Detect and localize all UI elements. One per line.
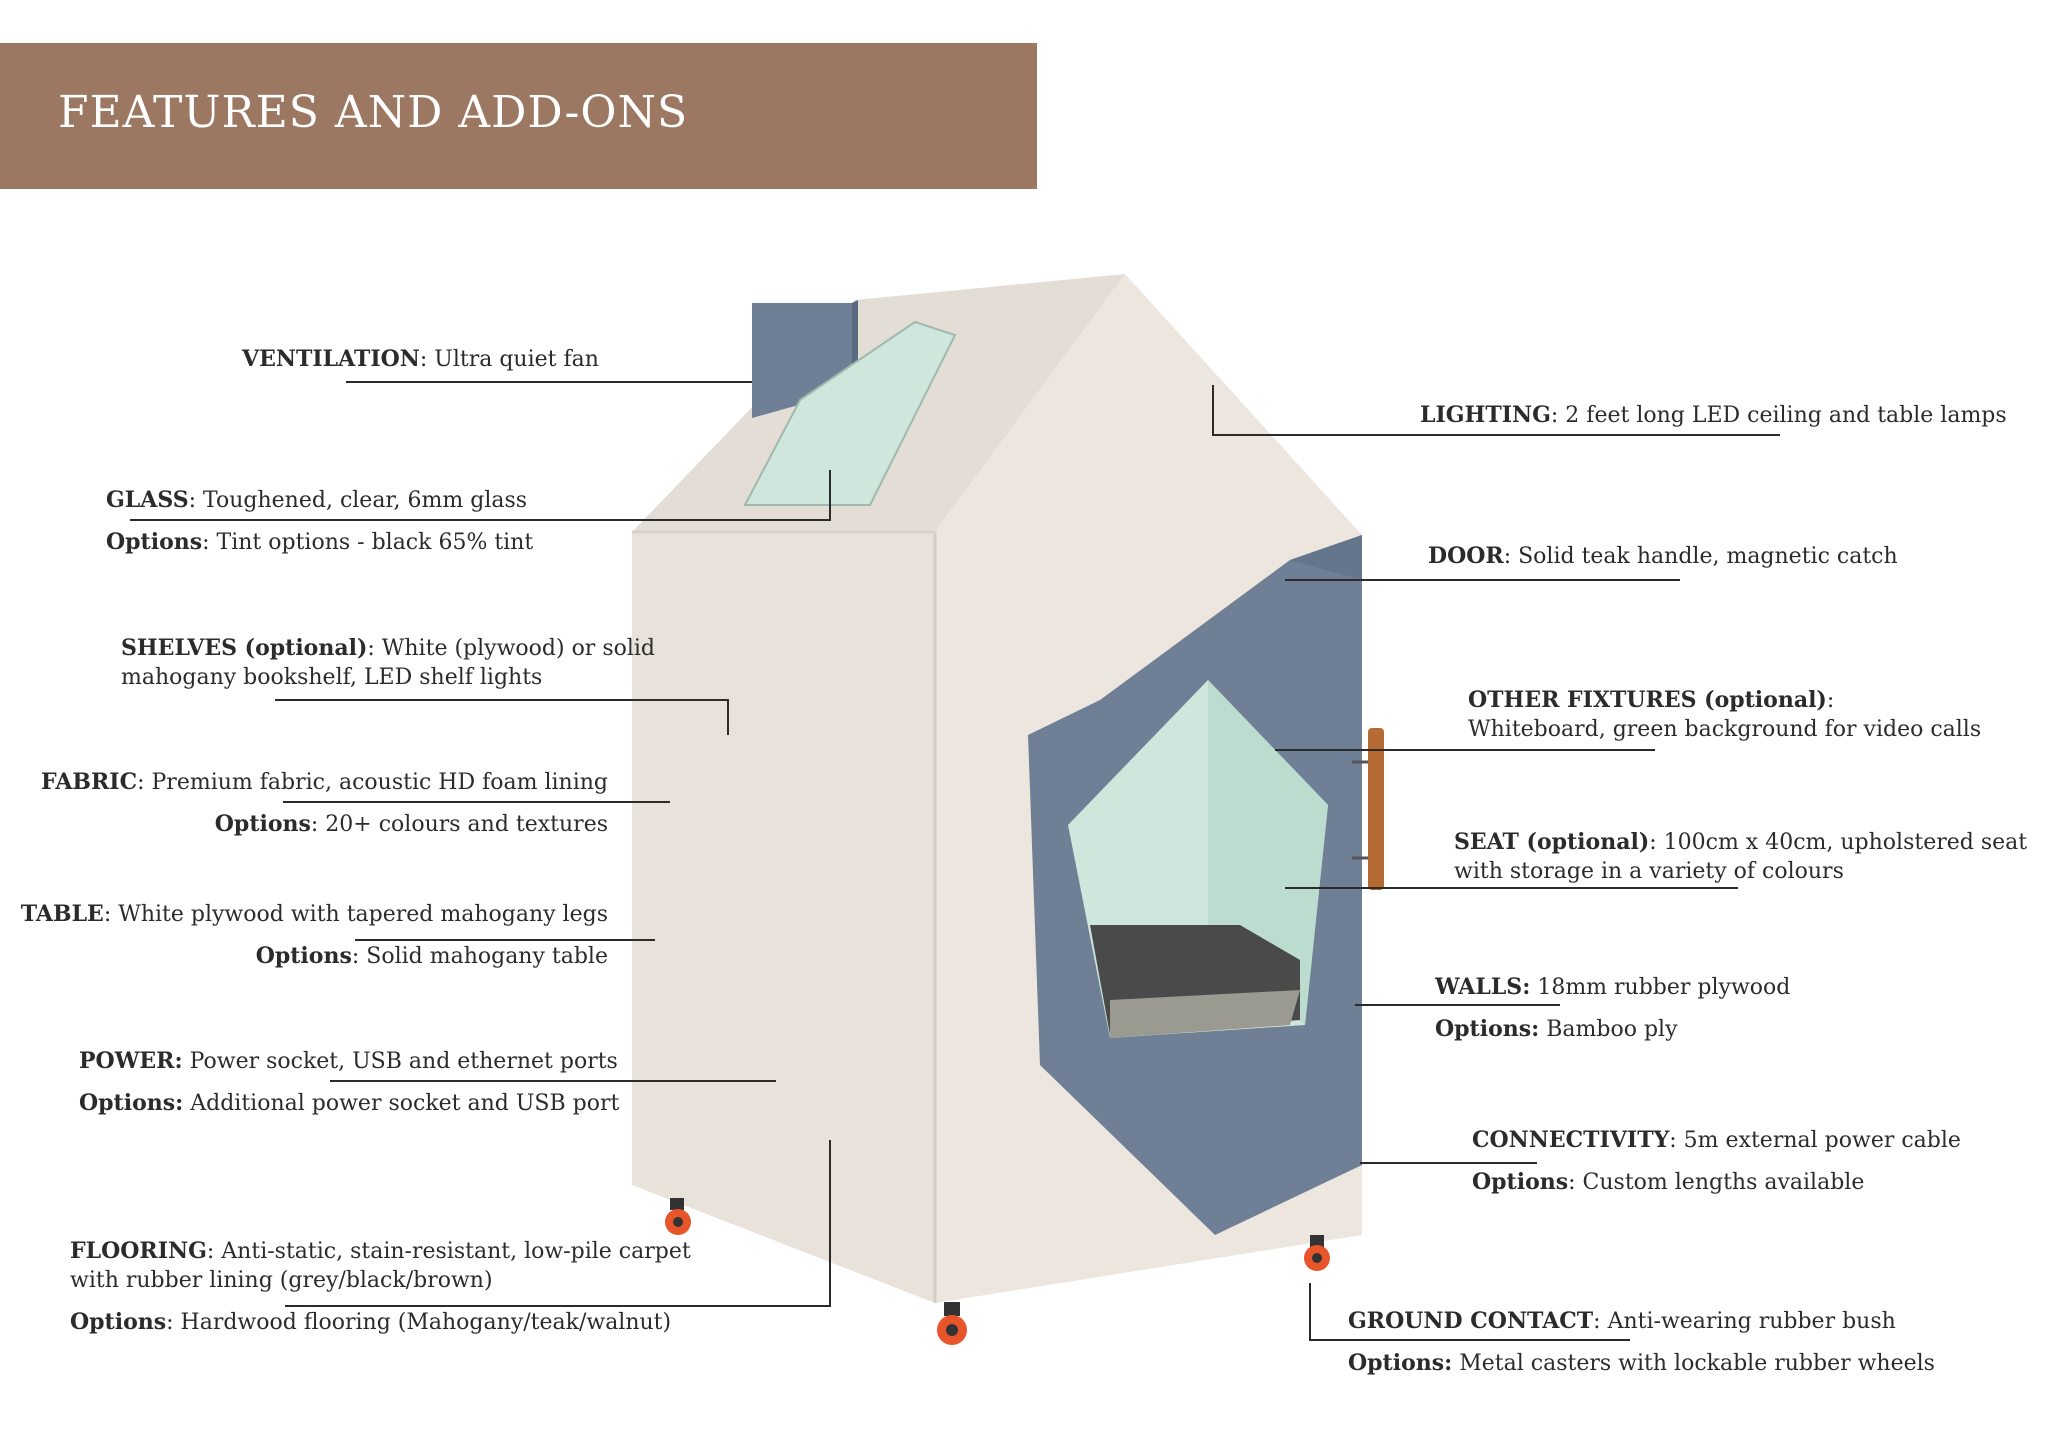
annotation-power: POWER: Power socket, USB and ethernet po… [79,1047,619,1118]
lighting-label: LIGHTING [1420,402,1551,428]
annotation-seat: SEAT (optional): 100cm x 40cm, upholster… [1454,828,2027,886]
power-options-label: Options: [79,1090,184,1116]
leader-lines [130,381,1780,1341]
annotation-door: DOOR: Solid teak handle, magnetic catch [1428,542,1898,571]
table-options-label: Options [255,943,352,969]
left-side-face [632,532,935,1303]
walls-text: 18mm rubber plywood [1530,975,1791,1000]
flooring-options-text: : Hardwood flooring (Mahogany/teak/walnu… [166,1310,672,1335]
table-label: TABLE [20,901,104,927]
annotation-ventilation: VENTILATION: Ultra quiet fan [242,345,599,374]
annotation-flooring: FLOORING: Anti-static, stain-resistant, … [70,1237,691,1337]
connectivity-text: : 5m external power cable [1669,1128,1961,1153]
page-title: FEATURES AND ADD-ONS [58,87,689,138]
ventilation-text: : Ultra quiet fan [419,347,599,372]
ventilation-label: VENTILATION [242,346,420,372]
shelves-label: SHELVES (optional) [121,635,368,661]
door-label: DOOR [1428,543,1504,569]
annotation-other-fixtures: OTHER FIXTURES (optional): Whiteboard, g… [1468,686,1981,744]
flooring-label: FLOORING [70,1238,207,1264]
door-handle [1368,728,1384,890]
ground-label: GROUND CONTACT [1348,1308,1594,1334]
ground-options-label: Options: [1348,1350,1453,1376]
annotation-walls: WALLS: 18mm rubber plywood Options: Bamb… [1435,973,1790,1044]
fabric-options-label: Options [214,811,311,837]
fixtures-label: OTHER FIXTURES (optional) [1468,687,1827,713]
seat-text: : 100cm x 40cm, upholstered seat [1649,830,2028,855]
ground-text: : Anti-wearing rubber bush [1593,1309,1896,1334]
walls-options-label: Options: [1435,1016,1540,1042]
title-banner: FEATURES AND ADD-ONS [0,43,1037,189]
annotation-fabric: FABRIC: Premium fabric, acoustic HD foam… [41,768,608,839]
caster-wheels [665,1198,1330,1345]
seat-label: SEAT (optional) [1454,829,1650,855]
fixtures-text-2: Whiteboard, green background for video c… [1468,717,1982,742]
fabric-label: FABRIC [41,769,138,795]
seat-text-2: with storage in a variety of colours [1454,859,1844,884]
flooring-options-label: Options [70,1309,167,1335]
power-label: POWER: [79,1048,183,1074]
annotation-glass: GLASS: Toughened, clear, 6mm glass Optio… [106,486,533,557]
power-text: Power socket, USB and ethernet ports [182,1049,618,1074]
glass-label: GLASS [106,487,189,513]
annotation-table: TABLE: White plywood with tapered mahoga… [21,900,608,971]
door-text: : Solid teak handle, magnetic catch [1503,544,1898,569]
ground-options-text: Metal casters with lockable rubber wheel… [1452,1351,1935,1376]
connectivity-label: CONNECTIVITY [1472,1127,1670,1153]
power-options-text: Additional power socket and USB port [183,1091,620,1116]
table-text: : White plywood with tapered mahogany le… [103,902,608,927]
glass-options-text: : Tint options - black 65% tint [202,530,534,555]
connectivity-options-label: Options [1472,1169,1569,1195]
annotation-connectivity: CONNECTIVITY: 5m external power cable Op… [1472,1126,1961,1197]
annotation-lighting: LIGHTING: 2 feet long LED ceiling and ta… [1420,401,2007,430]
fixtures-text: : [1826,688,1835,713]
flooring-text-2: with rubber lining (grey/black/brown) [70,1268,493,1293]
connectivity-options-text: : Custom lengths available [1568,1170,1865,1195]
shelves-text-2: mahogany bookshelf, LED shelf lights [121,665,543,690]
flooring-text: : Anti-static, stain-resistant, low-pile… [206,1239,691,1264]
annotation-shelves: SHELVES (optional): White (plywood) or s… [121,634,655,692]
glass-options-label: Options [106,529,203,555]
walls-options-text: Bamboo ply [1539,1017,1678,1042]
walls-label: WALLS: [1435,974,1531,1000]
skylight-glass [743,320,957,506]
annotation-ground-contact: GROUND CONTACT: Anti-wearing rubber bush… [1348,1307,1935,1378]
lighting-text: : 2 feet long LED ceiling and table lamp… [1550,403,2007,428]
shelves-text: : White (plywood) or solid [367,636,656,661]
fabric-text: : Premium fabric, acoustic HD foam linin… [137,770,608,795]
glass-text: : Toughened, clear, 6mm glass [188,488,528,513]
table-options-text: : Solid mahogany table [351,944,608,969]
fabric-options-text: : 20+ colours and textures [310,812,608,837]
